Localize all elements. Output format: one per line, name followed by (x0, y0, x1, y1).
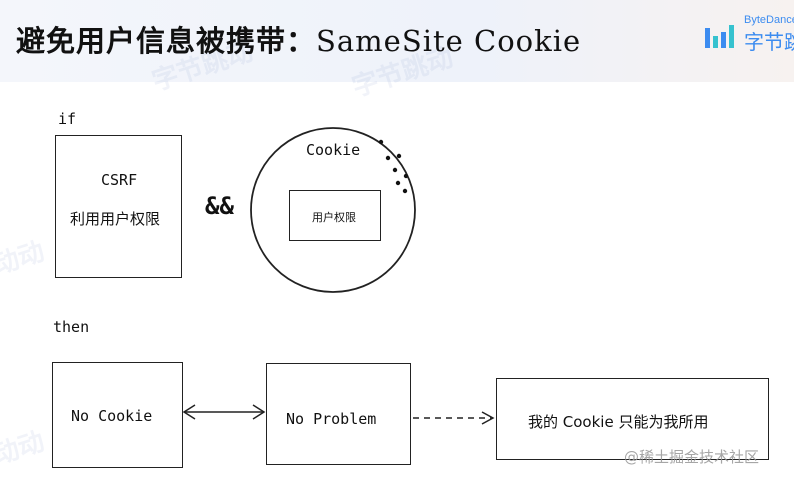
cookie-chips (378, 139, 409, 194)
my-cookie-box (496, 378, 769, 460)
cookie-label: Cookie (306, 141, 361, 159)
user-permission-text: 用户权限 (312, 211, 356, 224)
csrf-subtitle: 利用用户权限 (70, 210, 161, 228)
no-cookie-box (52, 362, 183, 468)
bytedance-logo-icon (705, 25, 734, 48)
slide-title: 避免用户信息被携带：SameSite Cookie (16, 18, 581, 60)
cookie-circle (250, 127, 416, 293)
bytedance-logo: ByteDance 字节跳 (704, 14, 794, 56)
source-watermark: @稀土掘金技术社区 (624, 448, 760, 466)
no-cookie-text: No Cookie (71, 407, 153, 425)
if-label: if (58, 110, 77, 128)
my-cookie-text: 我的 Cookie 只能为我所用 (528, 413, 709, 431)
logo-text-cn: 字节跳 (744, 30, 794, 54)
logo-text-en: ByteDance (744, 14, 794, 26)
csrf-box (55, 135, 182, 278)
double-arrow (182, 404, 266, 420)
slide-title-cn: 避免用户信息被携带： (16, 24, 317, 58)
then-label: then (53, 318, 90, 336)
and-operator: && (205, 192, 234, 220)
user-permission-box (289, 190, 381, 241)
no-problem-box (266, 363, 411, 465)
slide-title-en: SameSite Cookie (316, 24, 582, 58)
slide-header: 字节跳动 字节跳动 避免用户信息被携带：SameSite Cookie Byte… (0, 0, 794, 103)
dashed-arrow (413, 411, 495, 425)
csrf-title: CSRF (101, 171, 138, 189)
no-problem-text: No Problem (286, 410, 377, 428)
